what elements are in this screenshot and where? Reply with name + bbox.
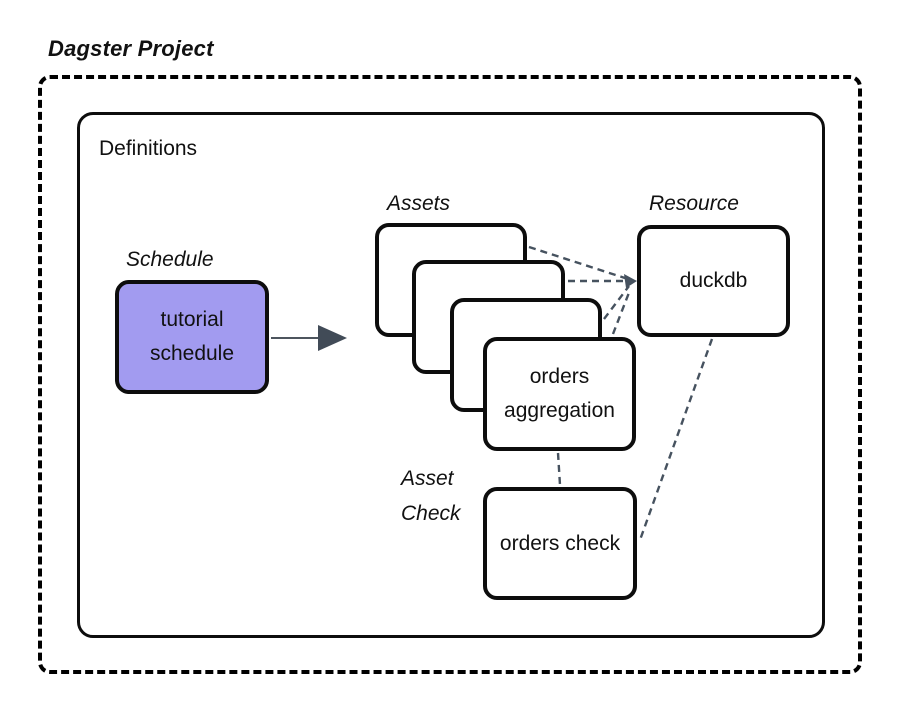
orders-check-node-label: orders check: [499, 531, 621, 555]
duckdb-node-label: duckdb: [679, 269, 748, 292]
tutorial-schedule-node: tutorial schedule: [115, 280, 269, 394]
diagram-title: Dagster Project: [48, 36, 214, 61]
orders-check-node: orders check: [483, 487, 637, 600]
resource-label: Resource: [649, 192, 739, 215]
dagster-project-container: [38, 75, 862, 674]
schedule-label: Schedule: [126, 248, 214, 271]
orders-aggregation-node: orders aggregation: [483, 337, 636, 451]
assets-label: Assets: [387, 192, 451, 215]
duckdb-node: duckdb: [637, 225, 790, 337]
definitions-label: Definitions: [99, 137, 198, 160]
asset-check-label: Asset Check: [401, 467, 461, 525]
tutorial-schedule-node-label: tutorial schedule: [149, 308, 235, 365]
orders-aggregation-node-label: orders aggregation: [504, 365, 615, 422]
